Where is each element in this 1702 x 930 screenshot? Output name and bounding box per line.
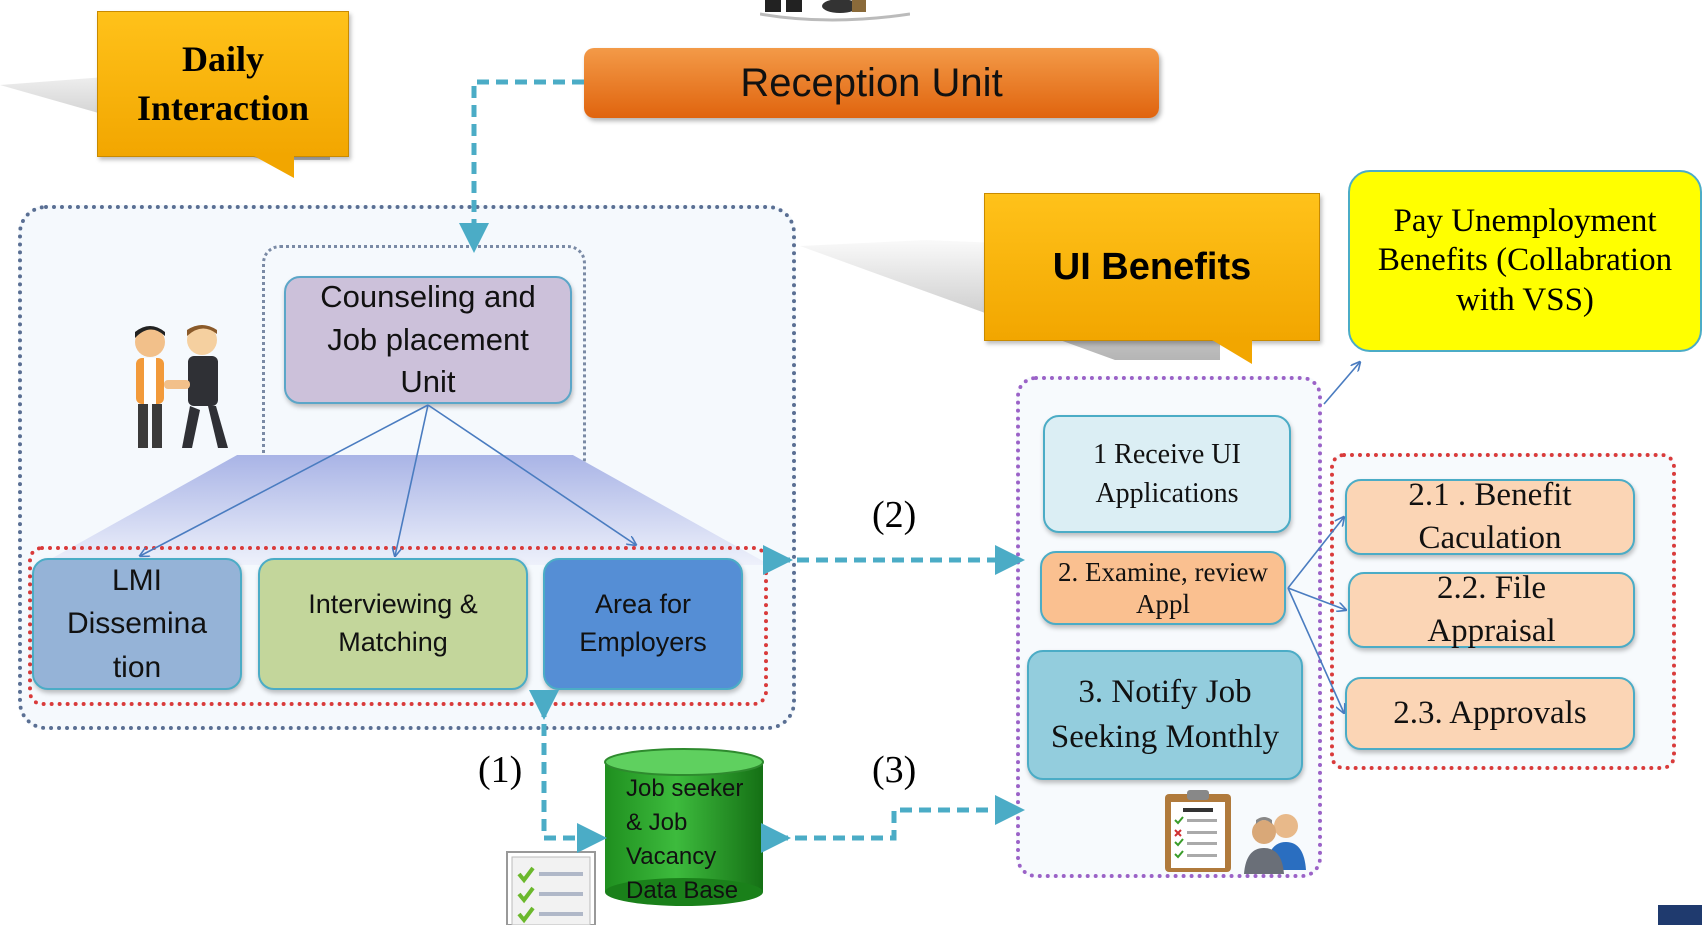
file-appraisal-box: 2.2. File Appraisal: [1348, 570, 1635, 649]
daily-interaction-callout: Daily Interaction: [97, 11, 349, 157]
benefit-calculation-label: 2.1 . Benefit Caculation: [1408, 477, 1572, 556]
file-appraisal-label: 2.2. File Appraisal: [1427, 570, 1556, 649]
ui-benefits-callout: UI Benefits: [984, 193, 1320, 341]
lmi-dissemination-label: LMI Dissemina tion: [66, 563, 208, 684]
reception-unit-label: Reception Unit: [740, 60, 1003, 105]
counseling-to-interviewing-arrow: [395, 404, 429, 556]
reception-unit-box: Reception Unit: [584, 48, 1159, 118]
corner-mark: [1658, 905, 1702, 925]
database-cylinder: [604, 748, 764, 908]
interviewing-matching-label: Interviewing & Matching: [308, 589, 478, 657]
daily-interaction-label: Daily Interaction: [137, 39, 309, 128]
counseling-to-lmi-arrow: [140, 404, 429, 556]
users-icon: [1240, 808, 1312, 874]
counseling-unit-label: Counseling and Job placement Unit: [320, 278, 536, 400]
connector-3-arrow: [761, 795, 1025, 853]
counseling-to-employers-arrow: [427, 404, 636, 545]
approvals-label: 2.3. Approvals: [1393, 695, 1587, 731]
handshake-people-image: [120, 320, 240, 460]
approvals-box: 2.3. Approvals: [1345, 677, 1635, 750]
top-people-image: [759, 0, 911, 22]
receive-applications-box: 1 Receive UI Applications: [1043, 415, 1291, 533]
database-label: Job seeker & Job Vacancy Data Base: [626, 775, 744, 905]
reception-to-counseling-arrow: [459, 79, 584, 253]
connector-label-3: (3): [872, 749, 917, 791]
lmi-dissemination-box: LMI Dissemina tion: [32, 558, 242, 690]
notify-job-seeking-box: 3. Notify Job Seeking Monthly: [1027, 650, 1303, 780]
examine-to-benefit-calc-arrow: [1287, 517, 1344, 589]
area-for-employers-label: Area for Employers: [579, 589, 707, 657]
receive-applications-label: 1 Receive UI Applications: [1093, 438, 1241, 509]
area-for-employers-box: Area for Employers: [543, 558, 743, 690]
connector-1-arrow: [529, 690, 607, 853]
security-test-clipboard-icon: [1163, 788, 1235, 874]
benefit-calculation-box: 2.1 . Benefit Caculation: [1345, 477, 1635, 556]
pay-benefits-box: Pay Unemployment Benefits (Collabration …: [1348, 170, 1702, 352]
examine-to-approvals-arrow: [1287, 587, 1344, 713]
counseling-unit-box: Counseling and Job placement Unit: [284, 276, 572, 404]
ui-to-pay-arrow: [1323, 362, 1360, 405]
connector-label-2: (2): [872, 494, 917, 536]
notify-job-seeking-label: 3. Notify Job Seeking Monthly: [1050, 673, 1280, 755]
examine-review-box: 2. Examine, review Appl: [1040, 551, 1286, 625]
examine-to-file-appraisal-arrow: [1287, 587, 1346, 610]
connector-label-1: (1): [478, 749, 523, 791]
pay-benefits-label: Pay Unemployment Benefits (Collabration …: [1377, 202, 1673, 318]
interviewing-matching-box: Interviewing & Matching: [258, 558, 528, 690]
examine-review-label: 2. Examine, review Appl: [1058, 556, 1268, 619]
ui-benefits-label: UI Benefits: [1052, 245, 1252, 288]
checklist-icon: [505, 850, 597, 926]
